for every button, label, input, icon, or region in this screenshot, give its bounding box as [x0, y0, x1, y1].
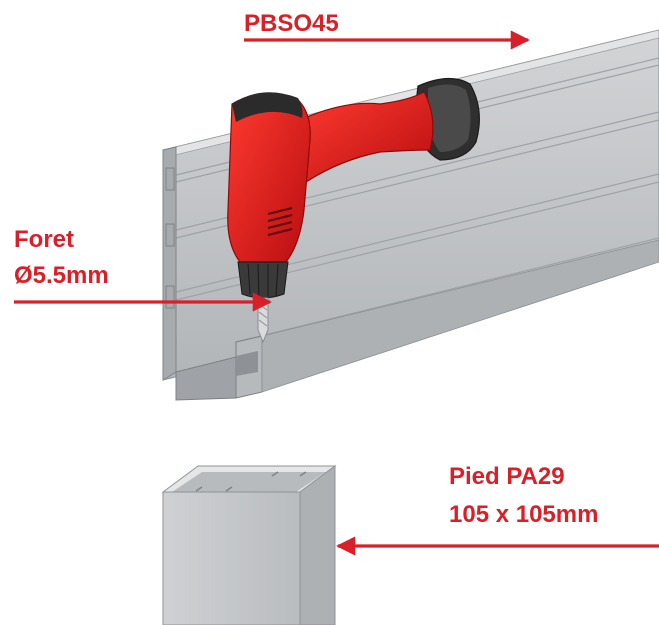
drill-chuck	[237, 261, 289, 299]
rail-profile	[162, 29, 659, 401]
drill-top-cap	[232, 92, 303, 122]
foot-label: Pied PA29	[449, 463, 565, 490]
drill-handle	[299, 91, 434, 184]
rail-label: PBSO45	[244, 10, 339, 37]
foot-front-face	[162, 491, 301, 625]
drill-label: Foret	[14, 226, 74, 253]
foot-post	[161, 465, 337, 625]
foot-side-face	[299, 465, 336, 625]
rail-end-profile	[162, 146, 177, 381]
drill-icon	[227, 77, 480, 344]
drill-size-label: Ø5.5mm	[14, 262, 109, 289]
rail-bottom-channel	[175, 239, 659, 401]
foot-size-label: 105 x 105mm	[449, 501, 599, 528]
callout-arrows	[14, 30, 659, 556]
drill-vents	[267, 207, 293, 236]
